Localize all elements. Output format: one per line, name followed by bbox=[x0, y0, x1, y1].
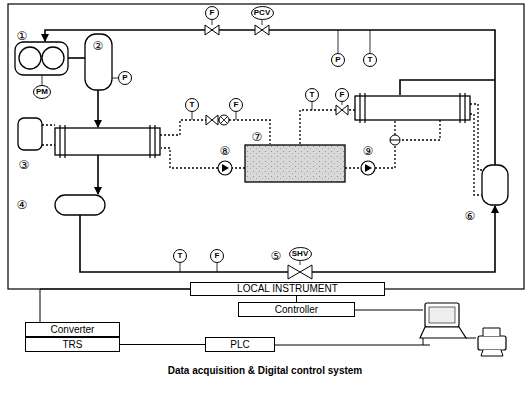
signal-wire bbox=[120, 344, 205, 345]
instrument-tag: P bbox=[335, 56, 340, 64]
instrument-bubble: P bbox=[118, 71, 132, 85]
box-label: Converter bbox=[51, 325, 95, 335]
instrument-tag: P bbox=[122, 74, 127, 82]
control-box: Converter bbox=[25, 322, 120, 337]
instrument-tag: F bbox=[340, 91, 345, 99]
instrument-tag: T bbox=[178, 252, 183, 260]
callout-number: ⑤ bbox=[271, 250, 282, 262]
callout-number: ③ bbox=[19, 159, 30, 171]
instrument-bubble: P bbox=[331, 53, 345, 67]
box-label: PLC bbox=[230, 340, 249, 350]
callout-number: ④ bbox=[17, 199, 28, 211]
instrument-bubble: F bbox=[205, 6, 219, 20]
instrument-bubble: F bbox=[210, 249, 224, 263]
instrument-tag: PM bbox=[36, 88, 48, 96]
box-label: LOCAL INSTRUMENT bbox=[237, 284, 338, 294]
instrument-bubble: F bbox=[335, 88, 349, 102]
instrument-bubble: F bbox=[229, 98, 243, 112]
control-box: LOCAL INSTRUMENT bbox=[190, 282, 385, 296]
callout-number: ② bbox=[93, 40, 104, 52]
instrument-bubble: T bbox=[363, 53, 377, 67]
signal-wire bbox=[40, 289, 190, 322]
instrument-bubble: T bbox=[185, 98, 199, 112]
instrument-tag: T bbox=[368, 56, 373, 64]
instrument-tag: F bbox=[234, 101, 239, 109]
box-label: Controller bbox=[275, 305, 318, 315]
instrument-bubble: T bbox=[305, 88, 319, 102]
instrument-tag: F bbox=[210, 9, 215, 17]
instrument-tag: F bbox=[215, 252, 220, 260]
callout-number: ⑧ bbox=[220, 145, 231, 157]
instrument-tag: PCV bbox=[254, 9, 270, 17]
callout-number: ⑨ bbox=[363, 145, 374, 157]
control-box: TRS bbox=[25, 337, 120, 352]
instrument-tag: SHV bbox=[292, 250, 308, 258]
instrument-tag: T bbox=[190, 101, 195, 109]
box-label: TRS bbox=[63, 340, 83, 350]
control-box: PLC bbox=[205, 337, 275, 352]
instrument-bubble: SHV bbox=[289, 247, 312, 261]
instrument-tag: T bbox=[310, 91, 315, 99]
instrument-bubble: PM bbox=[33, 85, 51, 99]
callout-number: ⑥ bbox=[465, 210, 476, 222]
control-box: Controller bbox=[238, 302, 355, 317]
callout-number: ① bbox=[17, 30, 28, 42]
callout-number: ⑦ bbox=[252, 131, 263, 143]
instrument-bubble: PCV bbox=[251, 6, 274, 20]
instrument-bubble: T bbox=[173, 249, 187, 263]
caption: Data acquisition & Digital control syste… bbox=[168, 366, 362, 376]
